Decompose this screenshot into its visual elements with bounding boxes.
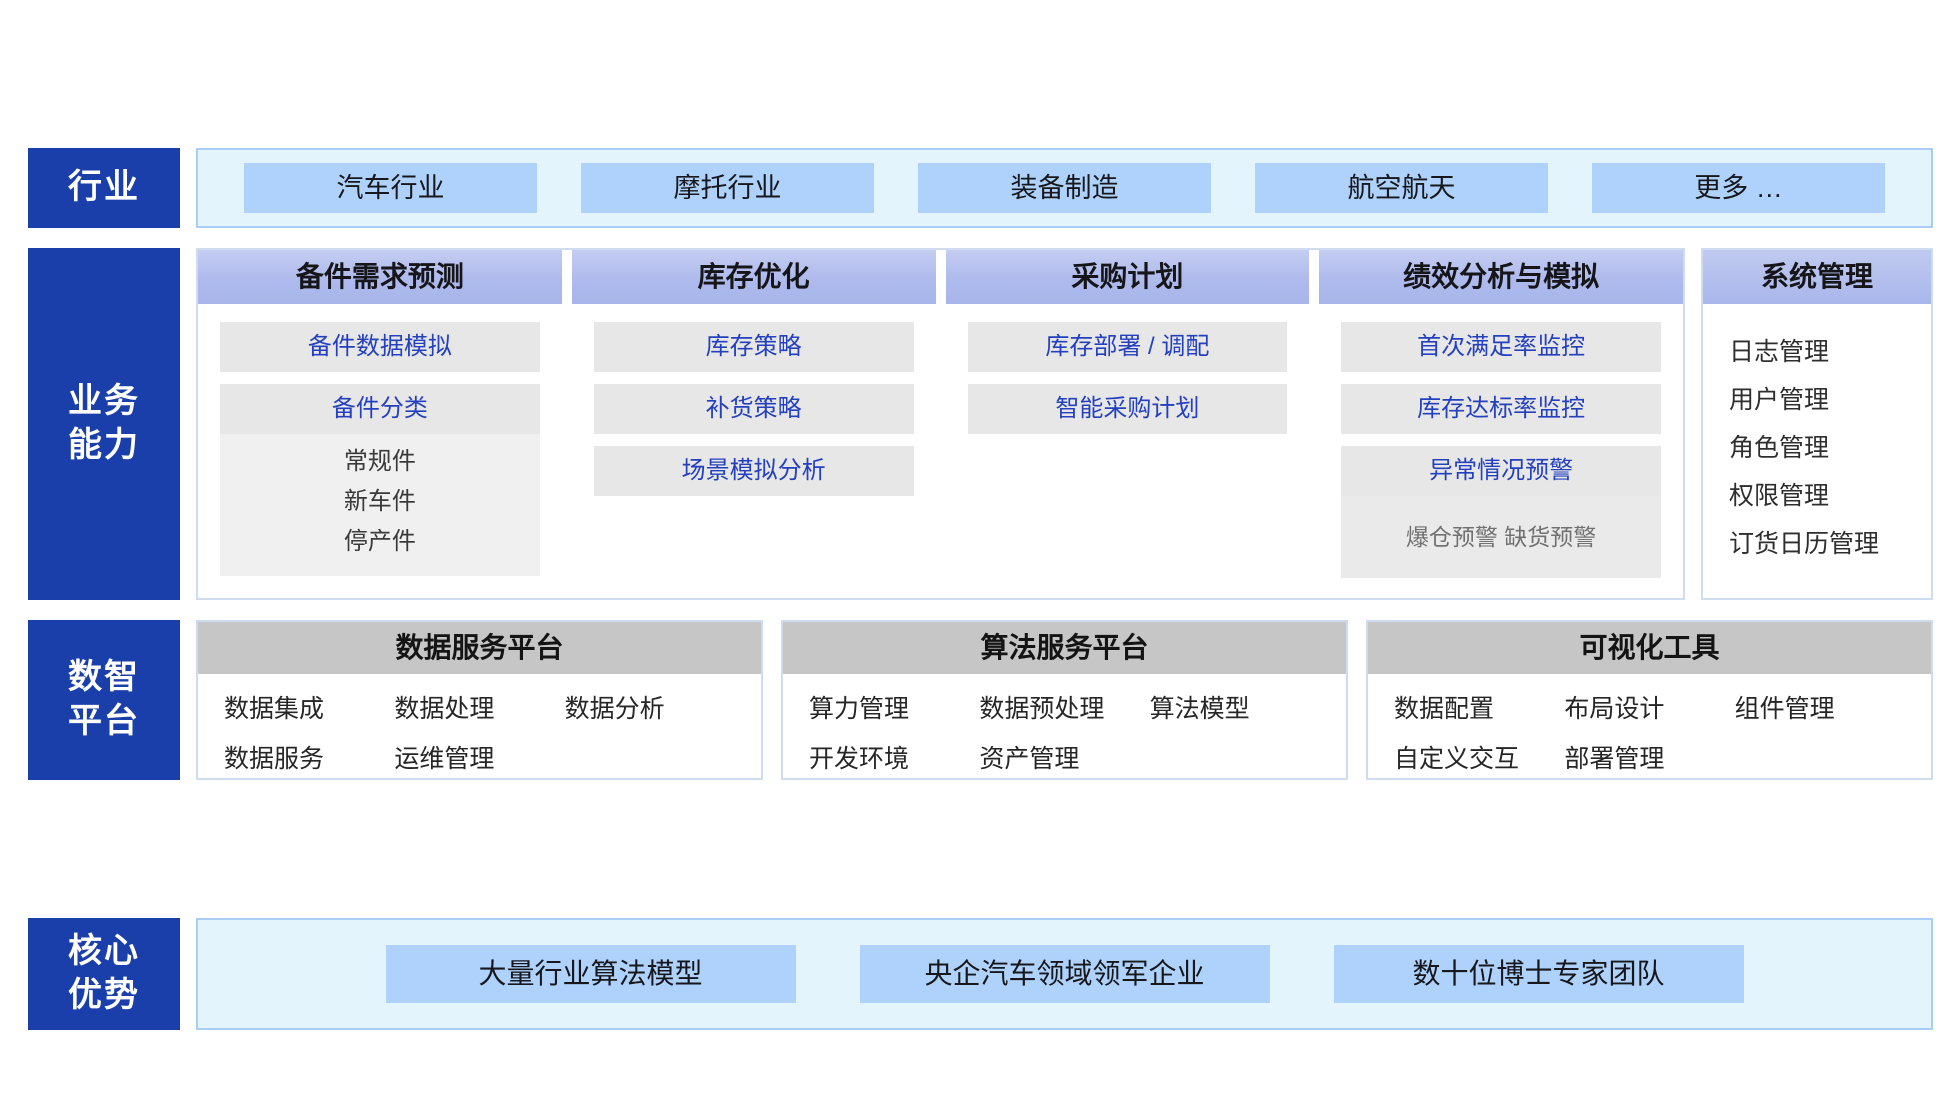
platform-item-custom-interaction[interactable]: 自定义交互	[1394, 745, 1520, 773]
industry-chip-automotive[interactable]: 汽车行业	[244, 163, 537, 213]
platform-item-data-configuration[interactable]: 数据配置	[1394, 695, 1495, 723]
business-capability-panel: 备件需求预测 备件数据模拟 备件分类 常规件 新车件 停产件 库存优化 库存策略…	[196, 248, 1685, 600]
system-management-panel: 系统管理 日志管理 用户管理 角色管理 权限管理 订货日历管理	[1701, 248, 1933, 600]
data-platform-area: 数据服务平台 数据集成 数据处理 数据分析 数据服务 运维管理 算法服务平台 算…	[196, 620, 1933, 780]
platform-card-title-visualization-tool: 可视化工具	[1368, 622, 1931, 674]
platform-item-algorithm-model[interactable]: 算法模型	[1149, 695, 1250, 723]
core-advantage-chip-algorithm-models[interactable]: 大量行业算法模型	[385, 945, 796, 1003]
capability-chip-replenishment-strategy[interactable]: 补货策略	[593, 384, 914, 434]
core-advantage-chip-phd-team[interactable]: 数十位博士专家团队	[1333, 945, 1744, 1003]
platform-item-layout-design[interactable]: 布局设计	[1564, 695, 1665, 723]
system-management-item-role[interactable]: 角色管理	[1729, 434, 1830, 462]
capability-chip-abnormal-situation-alert[interactable]: 异常情况预警	[1341, 446, 1661, 496]
platform-card-body-algorithm-service: 算力管理 数据预处理 算法模型 开发环境 资产管理	[783, 674, 1346, 792]
platform-card-visualization-tool: 可视化工具 数据配置 布局设计 组件管理 自定义交互 部署管理	[1366, 620, 1933, 780]
business-capability-row: 业务 能力 备件需求预测 备件数据模拟 备件分类 常规件 新车件 停产件	[28, 248, 1933, 600]
system-management-item-log[interactable]: 日志管理	[1729, 338, 1830, 366]
industry-chip-equipment[interactable]: 装备制造	[918, 163, 1211, 213]
business-capability-row-label-line-2: 能力	[68, 426, 140, 464]
capability-subitem-regular-part: 常规件	[343, 448, 416, 475]
business-capability-row-label: 业务 能力	[28, 248, 180, 600]
platform-item-asset-management[interactable]: 资产管理	[979, 745, 1080, 773]
core-advantage-row-label-line-2: 优势	[68, 976, 140, 1014]
industry-chip-more[interactable]: 更多 …	[1592, 163, 1885, 213]
platform-item-data-analysis[interactable]: 数据分析	[564, 695, 665, 723]
platform-card-title-algorithm-service: 算法服务平台	[783, 622, 1346, 674]
capability-chip-inventory-compliance-rate-monitoring[interactable]: 库存达标率监控	[1341, 384, 1661, 434]
business-column-title-demand-forecast: 备件需求预测	[198, 250, 562, 304]
capability-chip-first-fill-rate-monitoring[interactable]: 首次满足率监控	[1341, 322, 1661, 372]
business-capability-area: 备件需求预测 备件数据模拟 备件分类 常规件 新车件 停产件 库存优化 库存策略…	[196, 248, 1933, 600]
core-advantage-row: 核心 优势 大量行业算法模型 央企汽车领域领军企业 数十位博士专家团队	[28, 918, 1933, 1030]
capability-sublist-spare-part-classification: 常规件 新车件 停产件	[220, 434, 540, 576]
system-management-item-user[interactable]: 用户管理	[1729, 386, 1830, 414]
platform-card-body-data-service: 数据集成 数据处理 数据分析 数据服务 运维管理	[198, 674, 761, 792]
platform-item-deployment-management[interactable]: 部署管理	[1564, 745, 1665, 773]
industry-row: 行业 汽车行业 摩托行业 装备制造 航空航天 更多 …	[28, 148, 1933, 228]
business-column-title-inventory-optimization: 库存优化	[571, 250, 936, 304]
industry-row-label: 行业	[28, 148, 180, 228]
platform-card-data-service: 数据服务平台 数据集成 数据处理 数据分析 数据服务 运维管理	[196, 620, 763, 780]
industry-chip-motorcycle[interactable]: 摩托行业	[581, 163, 874, 213]
capability-subitem-new-vehicle-part: 新车件	[343, 488, 416, 515]
core-advantage-chip-strip: 大量行业算法模型 央企汽车领域领军企业 数十位博士专家团队	[196, 918, 1933, 1030]
system-management-title: 系统管理	[1703, 250, 1931, 304]
capability-chip-scenario-simulation-analysis[interactable]: 场景模拟分析	[593, 446, 914, 496]
capability-chip-spare-part-data-simulation[interactable]: 备件数据模拟	[220, 322, 540, 372]
data-platform-row-label-line-2: 平台	[68, 702, 140, 740]
business-column-body-demand-forecast: 备件数据模拟 备件分类 常规件 新车件 停产件	[198, 304, 562, 598]
business-column-procurement-plan: 采购计划 库存部署 / 调配 智能采购计划	[945, 250, 1310, 598]
system-management-list: 日志管理 用户管理 角色管理 权限管理 订货日历管理	[1703, 304, 1931, 568]
business-column-demand-forecast: 备件需求预测 备件数据模拟 备件分类 常规件 新车件 停产件	[198, 250, 562, 598]
capability-chip-spare-part-classification[interactable]: 备件分类	[220, 384, 540, 434]
business-column-title-performance-analysis: 绩效分析与模拟	[1319, 250, 1683, 304]
capability-note-alert-types: 爆仓预警 缺货预警	[1341, 496, 1661, 578]
core-advantage-row-label: 核心 优势	[28, 918, 180, 1030]
business-capability-row-label-line-1: 业务	[68, 382, 140, 421]
core-advantage-row-label-line-1: 核心	[68, 932, 140, 971]
platform-item-data-preprocessing[interactable]: 数据预处理	[979, 695, 1105, 723]
data-platform-row-label-line-1: 数智	[68, 658, 140, 697]
data-platform-row-label: 数智 平台	[28, 620, 180, 780]
system-management-item-order-calendar[interactable]: 订货日历管理	[1729, 530, 1880, 558]
platform-card-title-data-service: 数据服务平台	[198, 622, 761, 674]
core-advantage-chip-soe-leader[interactable]: 央企汽车领域领军企业	[859, 945, 1270, 1003]
platform-item-compute-management[interactable]: 算力管理	[809, 695, 910, 723]
business-column-performance-analysis: 绩效分析与模拟 首次满足率监控 库存达标率监控 异常情况预警 爆仓预警 缺货预警	[1319, 250, 1683, 598]
industry-chip-strip: 汽车行业 摩托行业 装备制造 航空航天 更多 …	[196, 148, 1933, 228]
business-column-body-inventory-optimization: 库存策略 补货策略 场景模拟分析	[572, 304, 936, 598]
capability-subitem-discontinued-part: 停产件	[343, 528, 416, 555]
industry-chip-aerospace[interactable]: 航空航天	[1255, 163, 1548, 213]
business-column-body-procurement-plan: 库存部署 / 调配 智能采购计划	[946, 304, 1310, 598]
platform-card-body-visualization-tool: 数据配置 布局设计 组件管理 自定义交互 部署管理	[1368, 674, 1931, 792]
platform-item-development-environment[interactable]: 开发环境	[809, 745, 910, 773]
platform-card-algorithm-service: 算法服务平台 算力管理 数据预处理 算法模型 开发环境 资产管理	[781, 620, 1348, 780]
platform-item-data-integration[interactable]: 数据集成	[224, 695, 325, 723]
business-column-inventory-optimization: 库存优化 库存策略 补货策略 场景模拟分析	[571, 250, 936, 598]
platform-item-component-management[interactable]: 组件管理	[1734, 695, 1835, 723]
platform-item-data-processing[interactable]: 数据处理	[394, 695, 495, 723]
capability-chip-intelligent-procurement-plan[interactable]: 智能采购计划	[967, 384, 1288, 434]
business-column-body-performance-analysis: 首次满足率监控 库存达标率监控 异常情况预警 爆仓预警 缺货预警	[1319, 304, 1683, 598]
industry-row-label-line-1: 行业	[68, 168, 140, 207]
capability-chip-inventory-deployment-allocation[interactable]: 库存部署 / 调配	[967, 322, 1288, 372]
capability-chip-inventory-strategy[interactable]: 库存策略	[593, 322, 914, 372]
platform-item-ops-management[interactable]: 运维管理	[394, 745, 495, 773]
data-platform-row: 数智 平台 数据服务平台 数据集成 数据处理 数据分析 数据服务 运维管理 算法…	[28, 620, 1933, 780]
system-management-item-permission[interactable]: 权限管理	[1729, 482, 1830, 510]
platform-item-data-service[interactable]: 数据服务	[224, 745, 325, 773]
business-column-title-procurement-plan: 采购计划	[945, 250, 1310, 304]
